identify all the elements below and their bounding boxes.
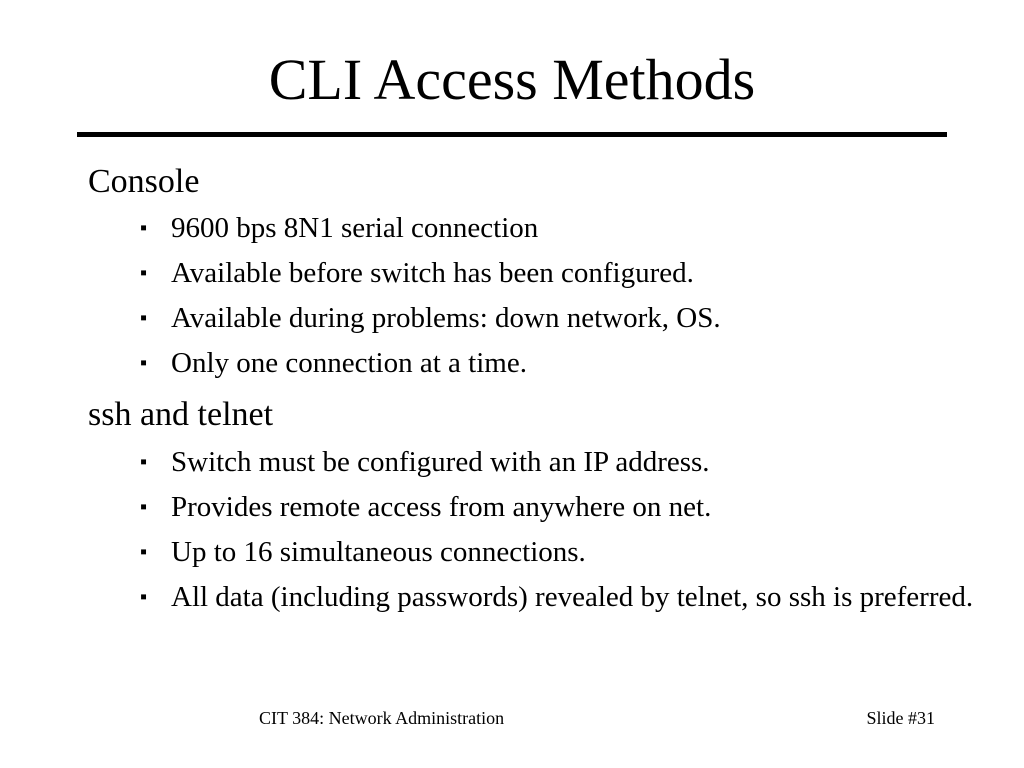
bullet-text: Available during problems: down network,…: [171, 302, 721, 334]
title-divider: [77, 132, 947, 137]
square-bullet-icon: ▪: [140, 541, 148, 563]
square-bullet-icon: ▪: [140, 586, 148, 608]
square-bullet-icon: ▪: [140, 262, 148, 284]
bullet-text: Available before switch has been configu…: [171, 257, 694, 289]
section-heading-console: Console: [88, 163, 200, 200]
footer-course-name: CIT 384: Network Administration: [259, 708, 505, 728]
bullet-text: Only one connection at a time.: [171, 347, 527, 379]
bullet-item: ▪ Only one connection at a time.: [140, 346, 981, 380]
bullet-item: ▪ All data (including passwords) reveale…: [140, 580, 981, 614]
bullet-item: ▪ Switch must be configured with an IP a…: [140, 445, 981, 479]
bullet-text: Switch must be configured with an IP add…: [171, 446, 710, 478]
footer-slide-number: Slide #31: [866, 708, 935, 728]
square-bullet-icon: ▪: [140, 496, 148, 518]
bullet-item: ▪ Up to 16 simultaneous connections.: [140, 535, 981, 569]
slide-title: CLI Access Methods: [268, 47, 756, 112]
bullet-item: ▪ 9600 bps 8N1 serial connection: [140, 211, 981, 245]
bullet-item: ▪ Available during problems: down networ…: [140, 301, 981, 335]
square-bullet-icon: ▪: [140, 307, 148, 329]
section-heading-ssh-telnet: ssh and telnet: [88, 396, 274, 433]
bullet-text: Provides remote access from anywhere on …: [171, 491, 712, 523]
bullet-item: ▪ Available before switch has been confi…: [140, 256, 981, 290]
square-bullet-icon: ▪: [140, 217, 148, 239]
bullet-text: All data (including passwords) revealed …: [171, 581, 974, 613]
bullet-text: Up to 16 simultaneous connections.: [171, 536, 586, 568]
square-bullet-icon: ▪: [140, 451, 148, 473]
bullet-item: ▪ Provides remote access from anywhere o…: [140, 490, 981, 524]
bullet-text: 9600 bps 8N1 serial connection: [171, 212, 539, 244]
square-bullet-icon: ▪: [140, 352, 148, 374]
